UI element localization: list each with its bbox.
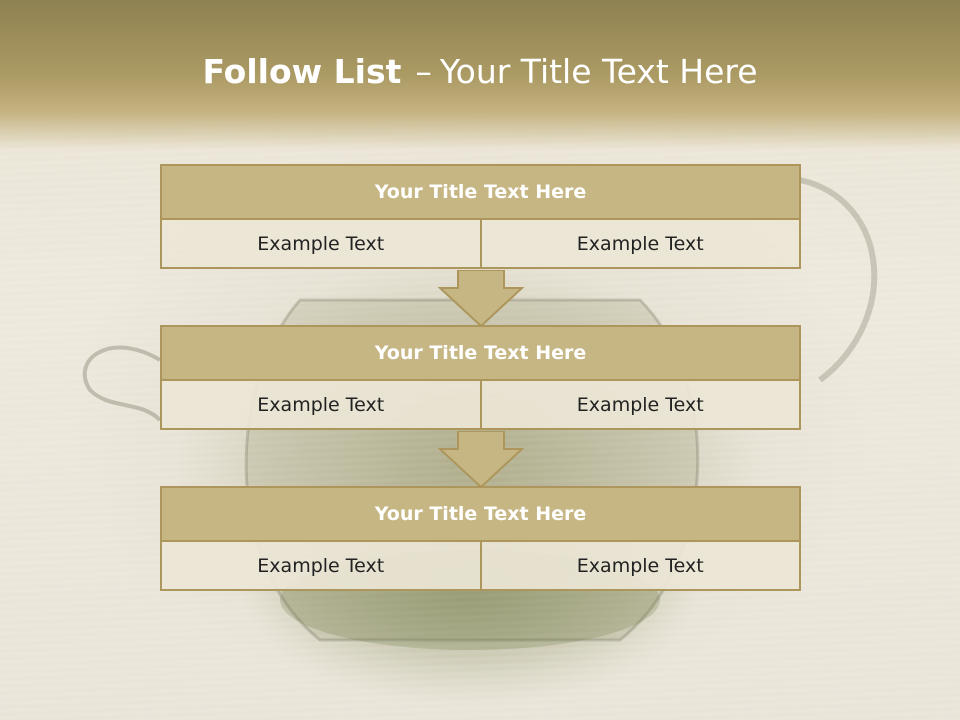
- title-dash: –: [415, 52, 432, 91]
- block-cell-right: Example Text: [479, 381, 799, 428]
- block-cell-left: Example Text: [162, 542, 480, 589]
- block-row: Example Text Example Text: [160, 220, 801, 269]
- slide-header: [0, 0, 960, 150]
- list-block-3: Your Title Text Here Example Text Exampl…: [160, 486, 801, 591]
- down-arrow-icon: [438, 270, 524, 328]
- block-title: Your Title Text Here: [160, 164, 801, 220]
- title-bold: Follow List: [202, 52, 402, 91]
- slide-title: Follow List–Your Title Text Here: [0, 52, 960, 91]
- block-title: Your Title Text Here: [160, 486, 801, 542]
- block-cell-left: Example Text: [162, 220, 480, 267]
- block-cell-left: Example Text: [162, 381, 480, 428]
- down-arrow-icon: [438, 431, 524, 489]
- title-rest: Your Title Text Here: [439, 52, 758, 91]
- block-cell-right: Example Text: [479, 542, 799, 589]
- list-block-1: Your Title Text Here Example Text Exampl…: [160, 164, 801, 269]
- block-row: Example Text Example Text: [160, 381, 801, 430]
- block-row: Example Text Example Text: [160, 542, 801, 591]
- block-title: Your Title Text Here: [160, 325, 801, 381]
- block-cell-right: Example Text: [479, 220, 799, 267]
- list-block-2: Your Title Text Here Example Text Exampl…: [160, 325, 801, 430]
